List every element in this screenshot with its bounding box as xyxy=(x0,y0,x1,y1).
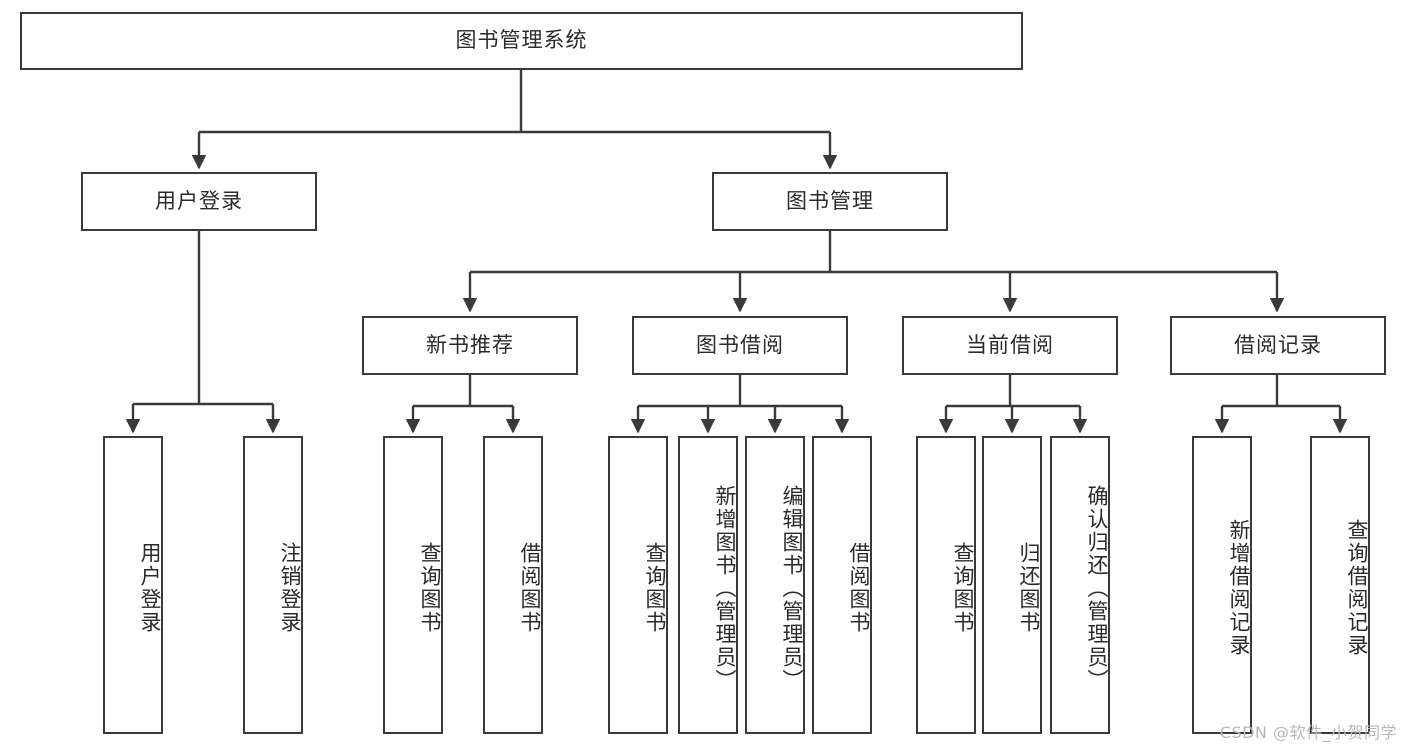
leaf-edit-book-admin[interactable]: 编辑图书（管理员） xyxy=(745,436,805,734)
node-root-label: 图书管理系统 xyxy=(455,28,588,53)
leaf-borrow-book[interactable]: 借阅图书 xyxy=(812,436,872,734)
leaf-add-book-admin[interactable]: 新增图书（管理员） xyxy=(678,436,738,734)
node-borrow-records[interactable]: 借阅记录 xyxy=(1170,316,1386,375)
leaf-query-book-borrow[interactable]: 查询图书 xyxy=(608,436,668,734)
leaf-user-login[interactable]: 用户登录 xyxy=(103,436,163,734)
node-current-borrow-label: 当前借阅 xyxy=(966,332,1054,357)
node-borrow-records-label: 借阅记录 xyxy=(1234,332,1322,357)
node-user-login[interactable]: 用户登录 xyxy=(81,172,317,231)
leaf-borrow-book-newbook-label: 借阅图书 xyxy=(518,542,542,634)
leaf-return-book[interactable]: 归还图书 xyxy=(982,436,1042,734)
node-user-login-label: 用户登录 xyxy=(155,188,243,213)
leaf-logout-label: 注销登录 xyxy=(278,542,302,634)
leaf-query-borrow-record-label: 查询借阅记录 xyxy=(1345,519,1369,657)
leaf-add-book-admin-label: 新增图书（管理员） xyxy=(713,484,737,692)
leaf-query-book-newbook-label: 查询图书 xyxy=(418,542,442,634)
leaf-borrow-book-label: 借阅图书 xyxy=(847,542,871,634)
leaf-user-login-label: 用户登录 xyxy=(138,542,162,634)
node-book-borrow[interactable]: 图书借阅 xyxy=(632,316,848,375)
node-book-borrow-label: 图书借阅 xyxy=(696,332,784,357)
leaf-return-book-label: 归还图书 xyxy=(1017,542,1041,634)
node-book-management-label: 图书管理 xyxy=(786,188,874,213)
leaf-add-borrow-record[interactable]: 新增借阅记录 xyxy=(1192,436,1252,734)
leaf-query-book-newbook[interactable]: 查询图书 xyxy=(383,436,443,734)
leaf-borrow-book-newbook[interactable]: 借阅图书 xyxy=(483,436,543,734)
leaf-query-book-current-label: 查询图书 xyxy=(951,542,975,634)
leaf-query-book-current[interactable]: 查询图书 xyxy=(916,436,976,734)
leaf-add-borrow-record-label: 新增借阅记录 xyxy=(1227,519,1251,657)
leaf-confirm-return-admin[interactable]: 确认归还（管理员） xyxy=(1050,436,1110,734)
node-book-management[interactable]: 图书管理 xyxy=(712,172,948,231)
leaf-confirm-return-admin-label: 确认归还（管理员） xyxy=(1085,484,1109,692)
leaf-edit-book-admin-label: 编辑图书（管理员） xyxy=(780,484,804,692)
leaf-logout[interactable]: 注销登录 xyxy=(243,436,303,734)
node-current-borrow[interactable]: 当前借阅 xyxy=(902,316,1118,375)
leaf-query-borrow-record[interactable]: 查询借阅记录 xyxy=(1310,436,1370,734)
node-new-book-recommend-label: 新书推荐 xyxy=(426,332,514,357)
leaf-query-book-borrow-label: 查询图书 xyxy=(643,542,667,634)
node-new-book-recommend[interactable]: 新书推荐 xyxy=(362,316,578,375)
node-root[interactable]: 图书管理系统 xyxy=(20,12,1023,70)
